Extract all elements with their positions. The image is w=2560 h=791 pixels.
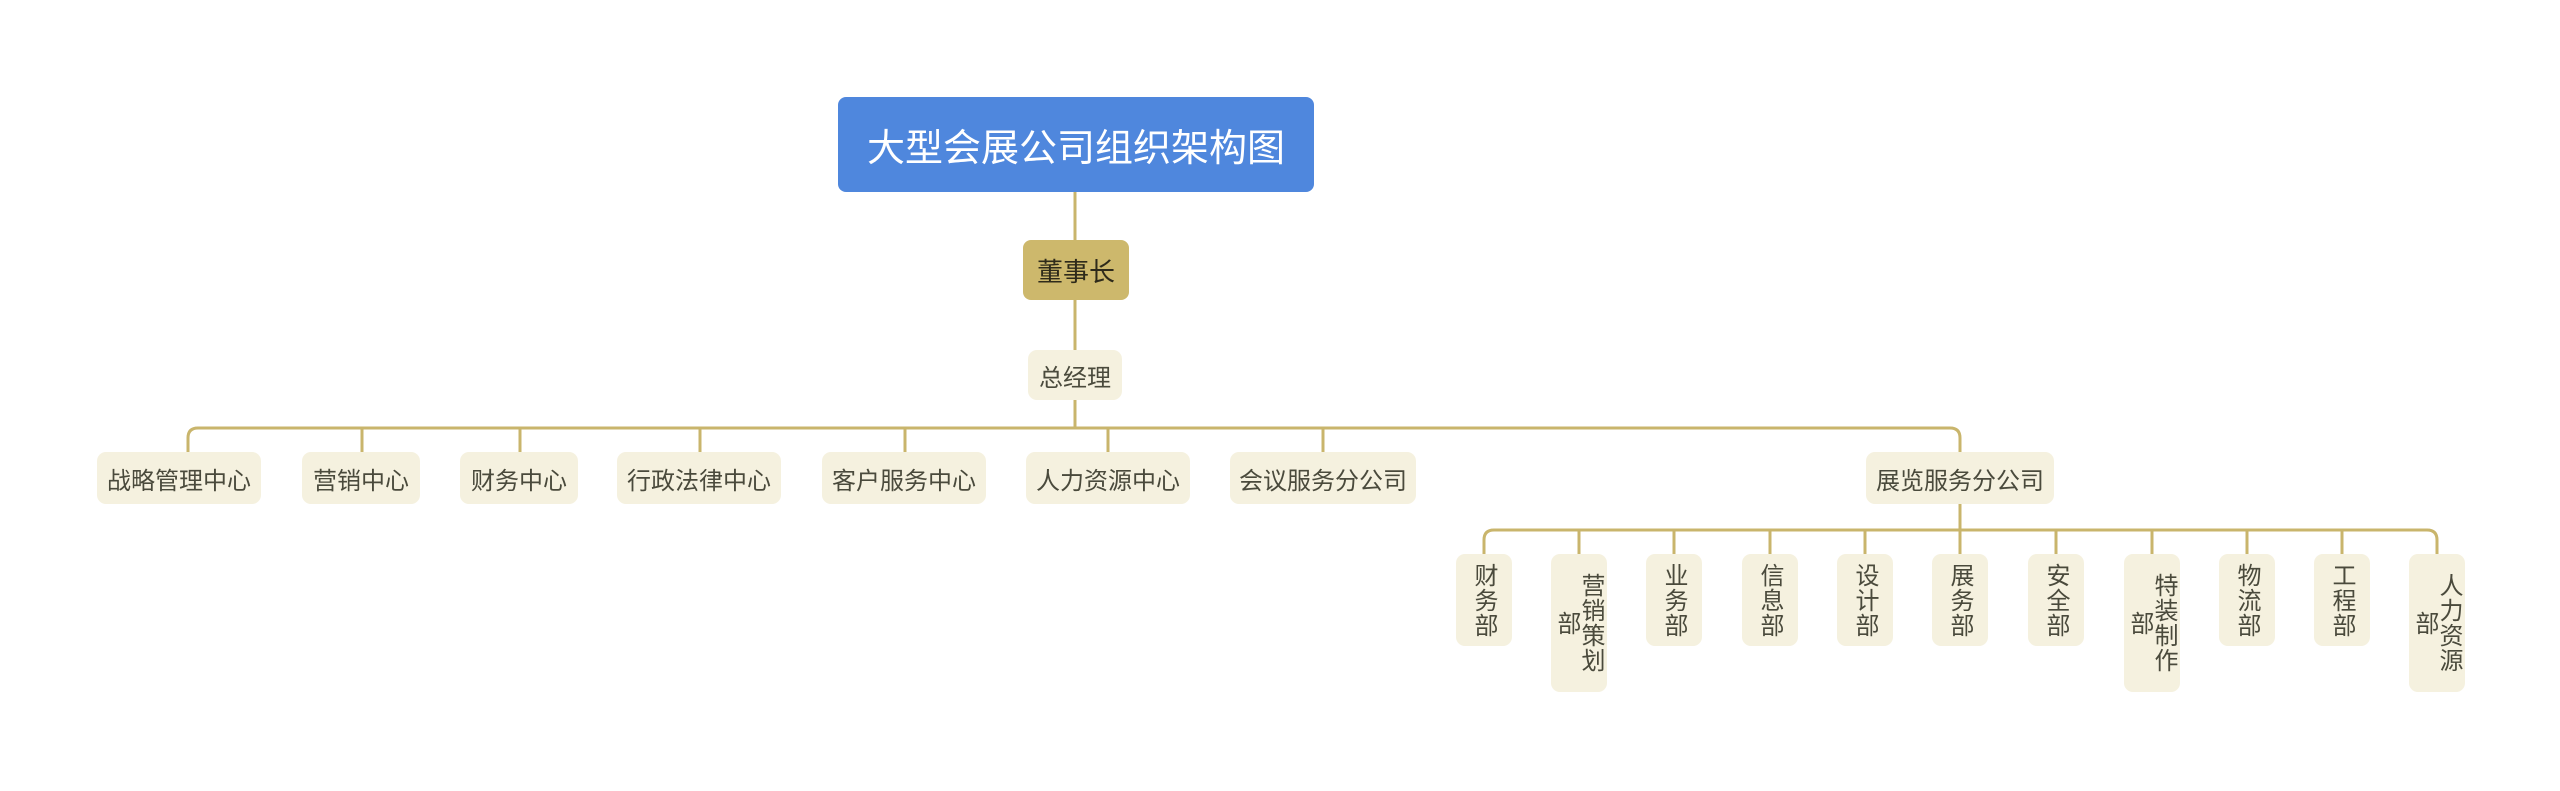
dept-node-design: 设计部 <box>1837 554 1893 646</box>
dept-node-exhibition-affairs: 展务部 <box>1932 554 1988 646</box>
dept-node-business: 业务部 <box>1646 554 1702 646</box>
center-node-marketing: 营销中心 <box>302 452 420 504</box>
chart-title: 大型会展公司组织架构图 <box>838 97 1314 192</box>
center-node-hr: 人力资源中心 <box>1026 452 1190 504</box>
dept-node-logistics: 物流部 <box>2219 554 2275 646</box>
center-node-exhibition-branch: 展览服务分公司 <box>1866 452 2054 504</box>
dept-node-finance: 财务部 <box>1456 554 1512 646</box>
dept-node-security: 安全部 <box>2028 554 2084 646</box>
center-node-admin-legal: 行政法律中心 <box>617 452 781 504</box>
center-node-strategy: 战略管理中心 <box>97 452 261 504</box>
center-node-conference-branch: 会议服务分公司 <box>1230 452 1416 504</box>
connector-center-bus <box>186 426 1962 454</box>
center-node-customer-service: 客户服务中心 <box>822 452 986 504</box>
dept-node-engineering: 工程部 <box>2314 554 2370 646</box>
dept-node-information: 信息部 <box>1742 554 1798 646</box>
dept-node-special-build: 特装制作部 <box>2124 554 2180 692</box>
dept-node-marketing-planning: 营销策划部 <box>1551 554 1607 692</box>
dept-node-hr: 人力资源部 <box>2409 554 2465 692</box>
center-node-finance: 财务中心 <box>460 452 578 504</box>
general-manager-node: 总经理 <box>1028 350 1122 400</box>
chairman-node: 董事长 <box>1023 240 1129 300</box>
